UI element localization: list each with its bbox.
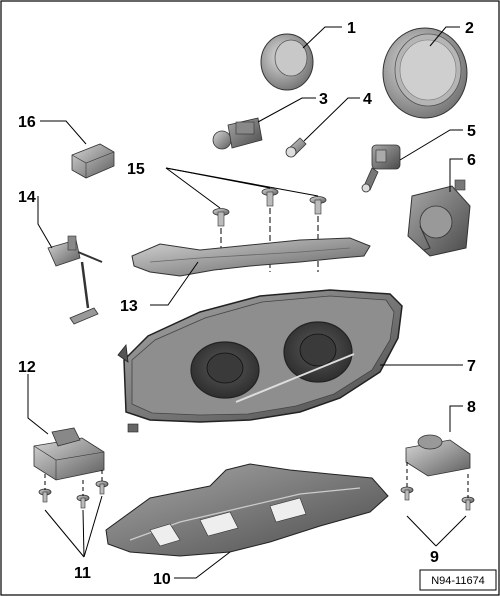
callout-5: 5 [467,123,476,140]
callout-8: 8 [467,399,476,416]
part-13-bracket [131,237,371,277]
callout-16: 16 [18,114,36,131]
part-11-screws [38,480,109,509]
callout-12: 12 [18,359,36,376]
callout-13: 13 [120,298,138,315]
part-15-screw-left [212,208,230,227]
part-2-large-cap [382,27,468,119]
part-1-cap [260,33,314,91]
part-8-control-module [405,434,471,477]
part-10-lower-bracket [105,463,389,557]
callout-2: 2 [465,20,474,37]
part-11-axis-lines [44,470,103,496]
part-12-control-unit [33,427,105,481]
part-7-headlight-housing [117,289,403,433]
callout-1: 1 [347,20,356,37]
callout-3: 3 [319,91,328,108]
leader-lines [27,26,467,579]
part-6-socket-module [407,179,471,257]
callout-7: 7 [467,358,476,375]
part-15-screw-middle [261,188,279,207]
callout-9: 9 [430,549,439,566]
reference-code: N94-11674 [431,575,485,587]
part-3-bulb-holder [212,117,263,150]
part-5-bulb [361,144,401,193]
reference-code-box: N94-11674 [419,569,497,591]
part-15-screw-right [309,196,327,215]
part-16-relay [71,143,115,179]
part-14-level-sensor [47,235,103,325]
callout-15: 15 [127,161,145,178]
callout-10: 10 [153,571,171,588]
callout-14: 14 [18,189,36,206]
part-9-axis-lines [406,462,469,498]
callout-4: 4 [363,91,372,108]
part-9-screws [400,486,475,511]
callout-6: 6 [467,152,476,169]
part-4-small-bulb [285,137,307,158]
callout-11: 11 [74,565,91,582]
